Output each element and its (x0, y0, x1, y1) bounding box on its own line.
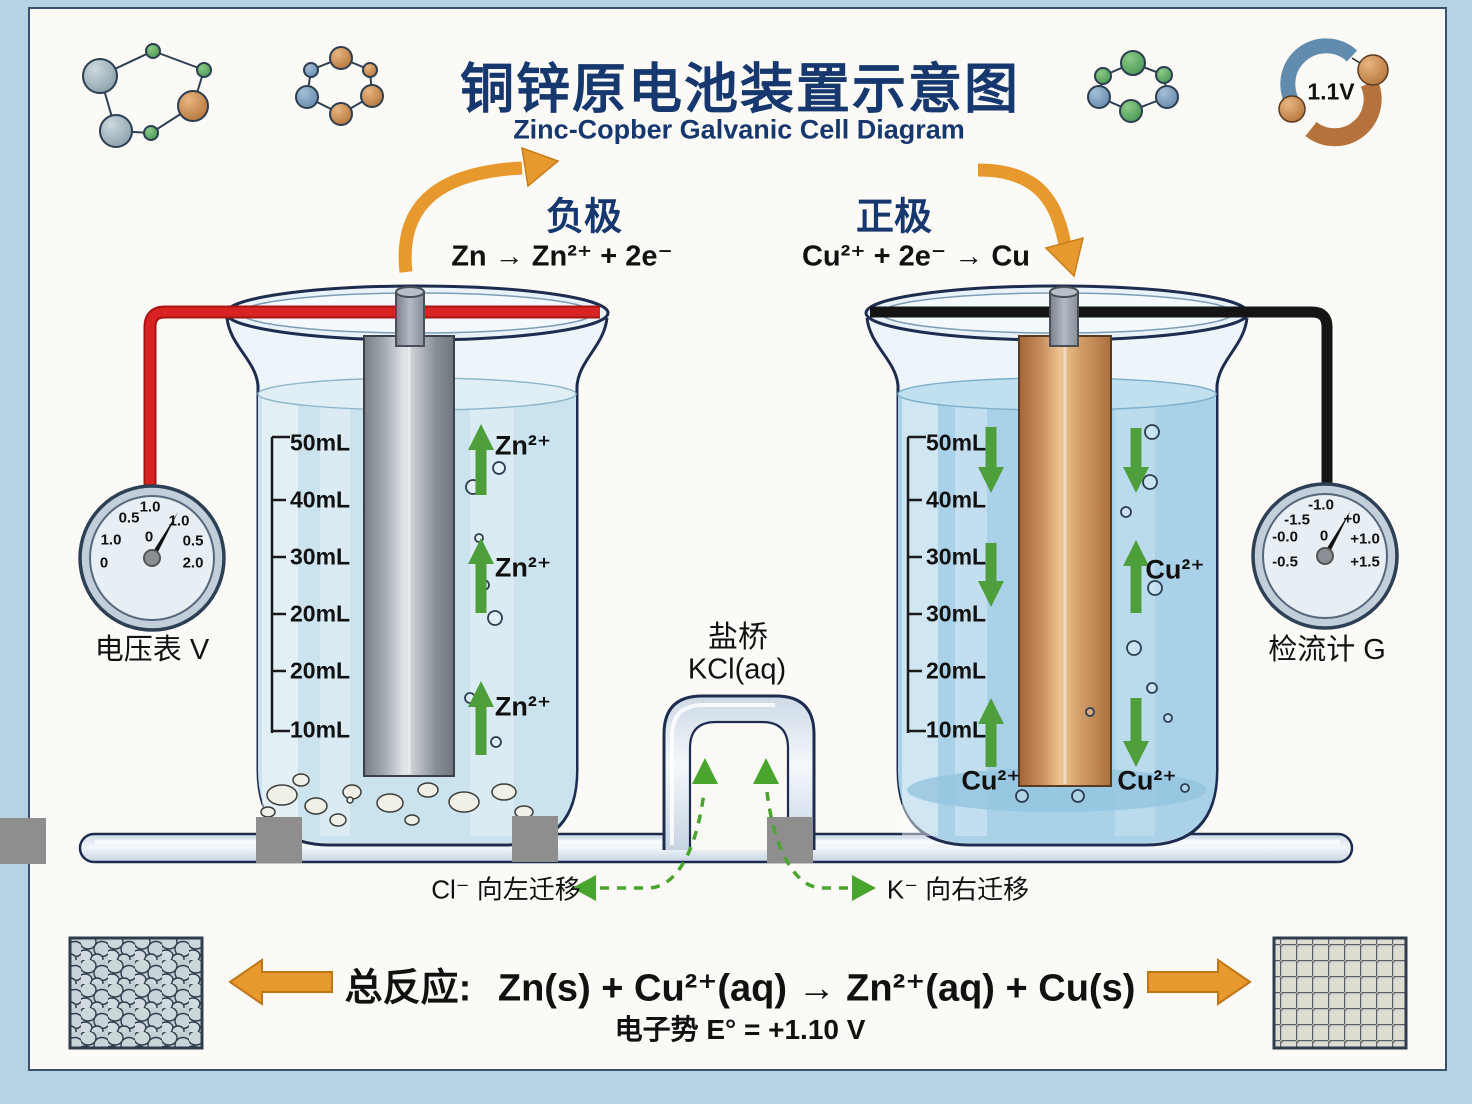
molecule-cluster-icon (82, 43, 212, 148)
voltage-badge-icon (1278, 38, 1389, 147)
galvanometer-dial-left: -0.0 (1272, 528, 1298, 546)
migration-arrows (572, 758, 876, 901)
zinc-sulfate-crystals (260, 773, 534, 827)
left-scale-20b: 20mL (290, 657, 351, 684)
galvanometer-dial-top: -1.0 (1308, 496, 1334, 514)
page-title: 铜锌原电池装置示意图 (460, 59, 1020, 120)
zinc-ion-label-1: Zn²⁺ (494, 430, 552, 461)
voltmeter-dial-top: 1.0 (139, 498, 161, 516)
voltmeter-dial-center: 0 (144, 528, 154, 546)
overall-reaction-equation: Zn(s) + Cu²⁺(aq) → Zn²⁺(aq) + Cu(s) (497, 967, 1136, 1010)
galvanometer-gauge (1251, 482, 1399, 630)
copper-lattice-icon (1272, 936, 1408, 1050)
salt-bridge-name: 盐桥 (708, 621, 768, 654)
voltmeter-dial-upper-right: 1.0 (168, 512, 190, 530)
cathode-equation: Cu²⁺ + 2e⁻ → Cu (801, 240, 1031, 273)
copper-ion-label-mid: Cu²⁺ (1145, 554, 1205, 585)
right-scale-40: 40mL (926, 486, 987, 513)
copper-electrode (1018, 335, 1112, 787)
galvanometer-dial-bottom-left: -0.5 (1272, 553, 1298, 571)
copper-ion-arrows (978, 427, 1149, 767)
anode-label: 负极 (545, 196, 623, 239)
cell-potential: 电子势 E° = +1.10 V (614, 1014, 866, 1045)
galvanometer-dial-upper-left: -1.5 (1284, 511, 1310, 529)
galvanometer-label: 检流计 G (1268, 634, 1386, 666)
left-scale-40: 40mL (290, 486, 351, 513)
left-scale-bracket (270, 435, 290, 733)
voltmeter-dial-upper-left: 0.5 (118, 509, 140, 527)
galvanometer-dial-right: +1.0 (1350, 530, 1380, 548)
red-wire (143, 305, 600, 489)
right-scale-20: 20mL (926, 657, 987, 684)
tube-clamps (0, 816, 813, 864)
zinc-electrode (363, 335, 455, 777)
right-scale-10: 10mL (926, 716, 987, 743)
copper-ion-label-bottom-left: Cu²⁺ (961, 765, 1021, 796)
galvanometer-dial-upper-right: +0 (1343, 510, 1361, 528)
right-scale-50: 50mL (926, 429, 987, 456)
reaction-arrow-right (1147, 958, 1252, 1006)
right-scale-bracket (906, 435, 926, 733)
electron-flow-arrow-right (977, 163, 1085, 278)
zinc-ion-label-3: Zn²⁺ (494, 691, 552, 722)
copper-ion-label-bottom-right: Cu²⁺ (1117, 765, 1177, 796)
voltmeter-dial-right: 0.5 (182, 532, 204, 550)
migration-left-label: Cl⁻ 向左迁移 (431, 874, 581, 905)
overall-reaction: 总反应: Zn(s) + Cu²⁺(aq) → Zn²⁺(aq) + Cu(s) (345, 957, 1136, 1012)
voltmeter-dial-bottom-left: 0 (99, 554, 109, 572)
zinc-microstructure-icon (68, 936, 204, 1050)
black-wire (870, 306, 1333, 487)
migration-right-label: K⁻ 向右迁移 (886, 874, 1030, 905)
page-subtitle: Zinc-Copber Galvanic Cell Diagram (513, 114, 965, 145)
badge-voltage: 1.1V (1307, 78, 1355, 105)
left-scale-20a: 20mL (290, 600, 351, 627)
voltmeter-dial-left: 1.0 (100, 531, 122, 549)
salt-bridge-solution: KCl(aq) (687, 653, 787, 686)
galvanometer-dial-center: 0 (1319, 527, 1329, 545)
zinc-ion-label-2: Zn²⁺ (494, 552, 552, 583)
anode-equation: Zn → Zn²⁺ + 2e⁻ (451, 240, 673, 273)
right-scale-30a: 30mL (926, 543, 987, 570)
voltmeter-dial-bottom-right: 2.0 (182, 554, 204, 572)
left-scale-30: 30mL (290, 543, 351, 570)
overall-reaction-label: 总反应: (344, 967, 472, 1010)
cathode-label: 正极 (855, 196, 933, 239)
electron-flow-arrow-left (398, 146, 560, 273)
salt-bridge-tube (662, 694, 816, 850)
left-scale-10: 10mL (290, 716, 351, 743)
molecule-ring-icon (295, 46, 384, 126)
right-bubbles (1015, 424, 1190, 803)
right-scale-30b: 30mL (926, 600, 987, 627)
galvanometer-dial-bottom-right: +1.5 (1350, 553, 1380, 571)
zinc-electrode-cap (395, 286, 425, 347)
voltmeter-label: 电压表 V (94, 634, 210, 666)
reaction-arrow-left (228, 958, 333, 1006)
left-scale-50: 50mL (290, 429, 351, 456)
copper-electrode-cap (1049, 286, 1079, 347)
molecule-hexagon-icon (1087, 50, 1179, 123)
zinc-ion-arrows (468, 424, 494, 755)
voltmeter-gauge (78, 484, 226, 632)
